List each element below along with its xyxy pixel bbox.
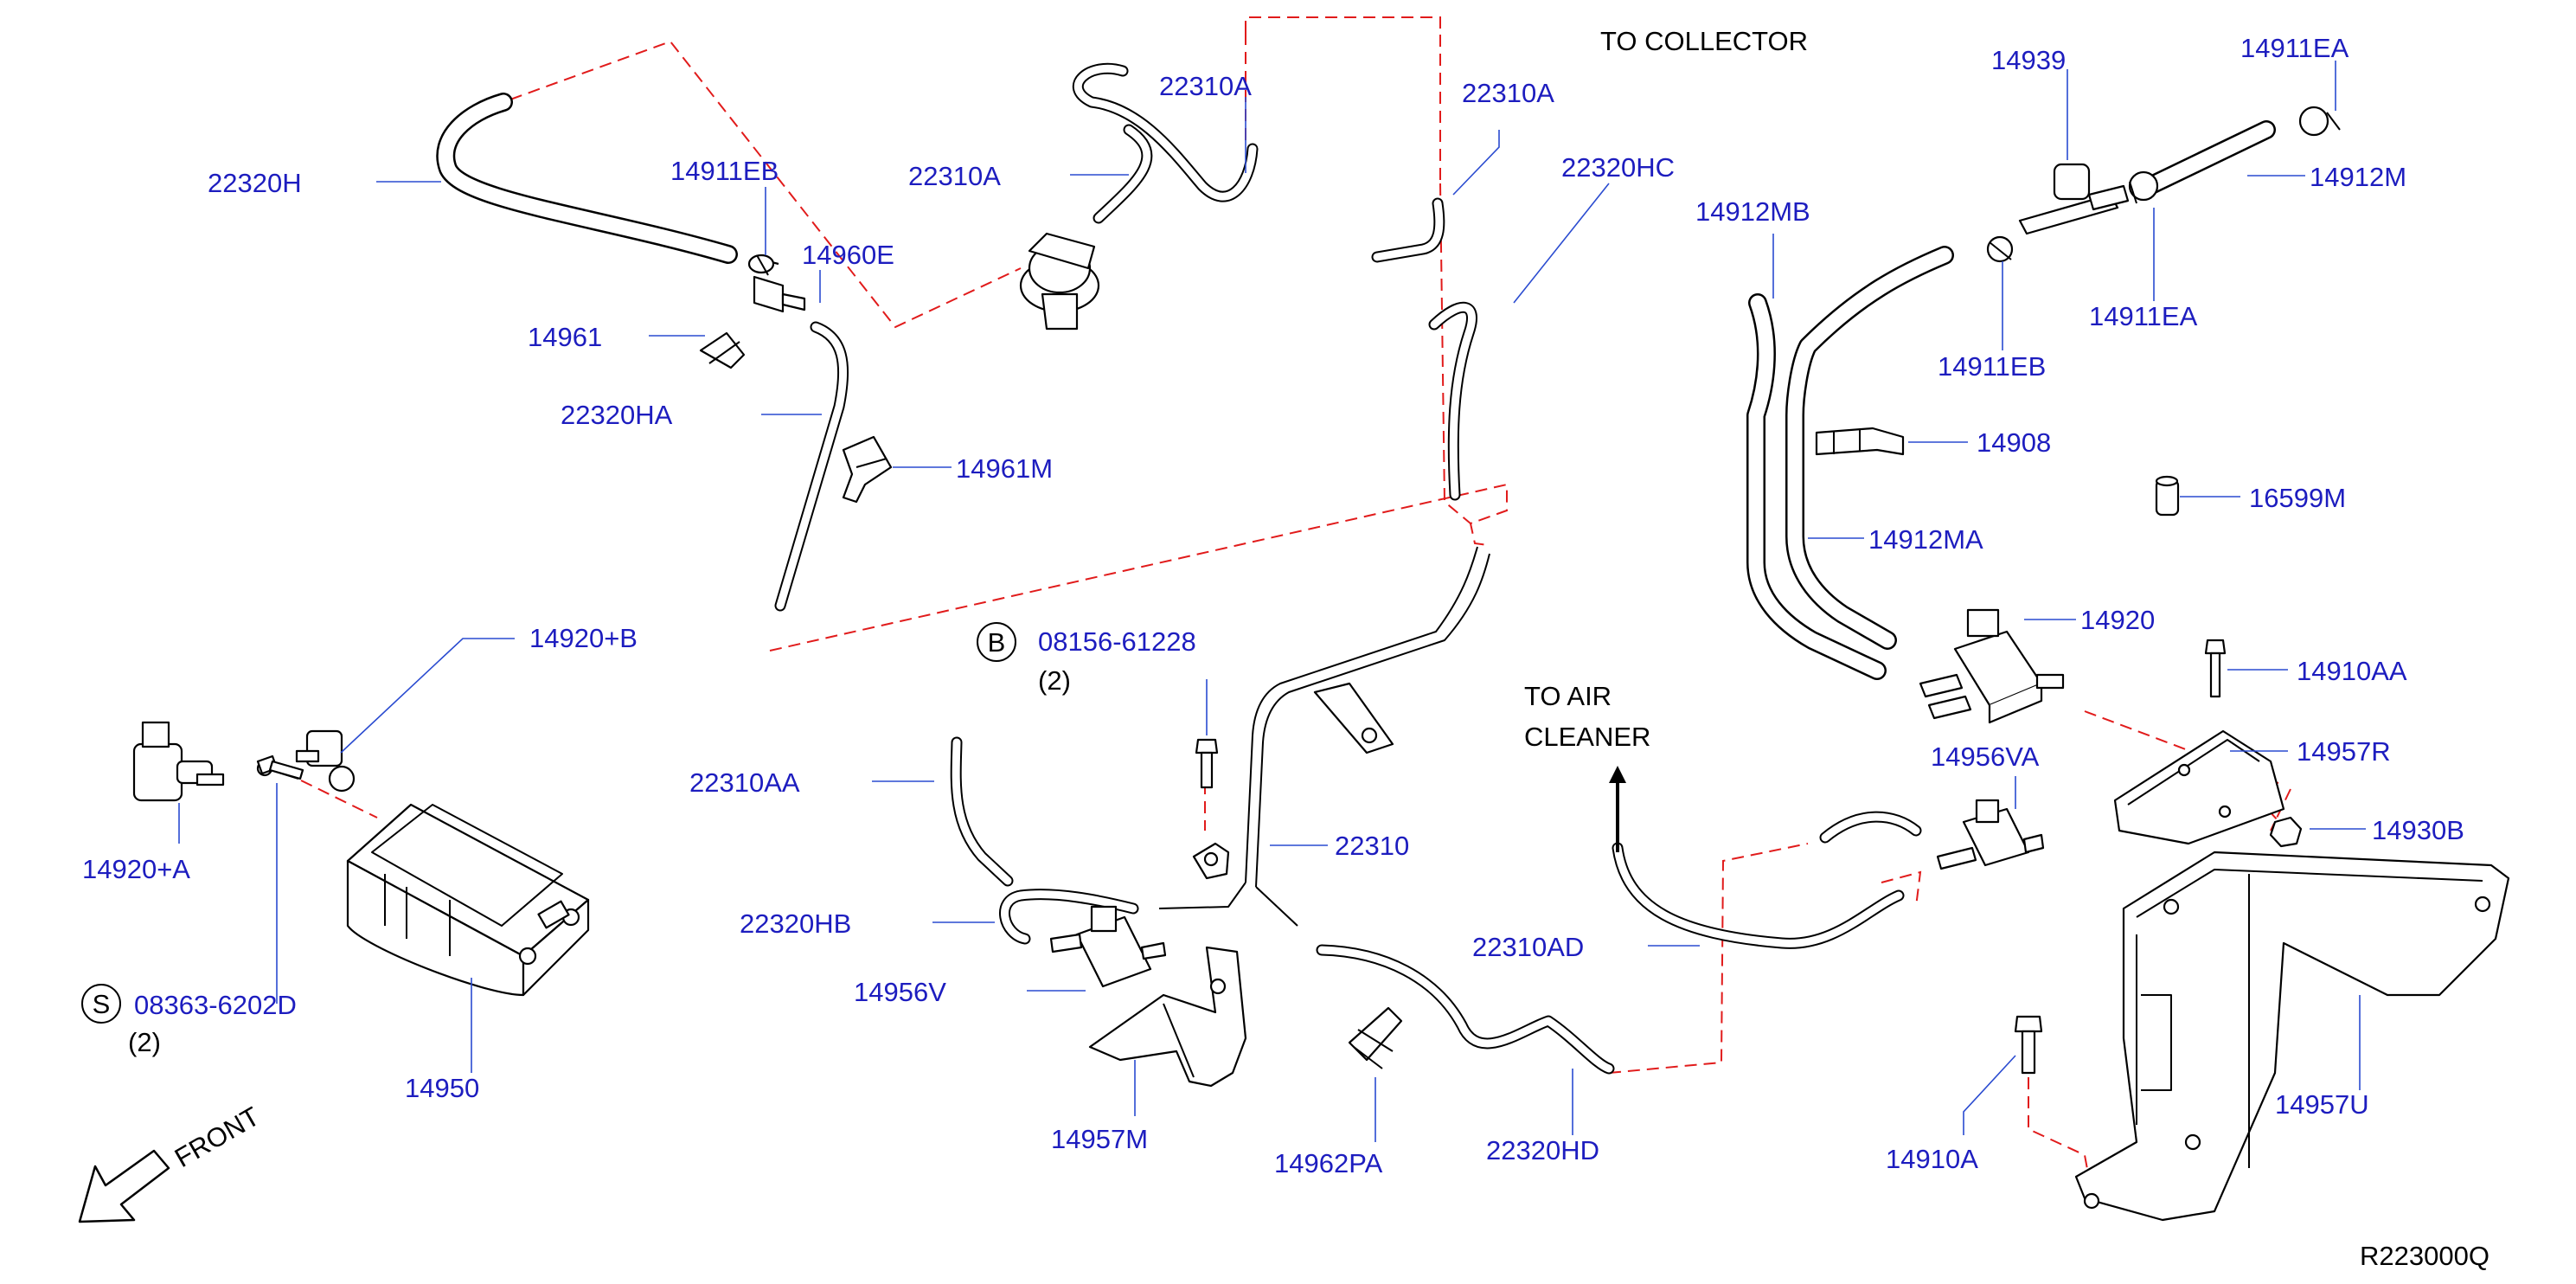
bolt-14910A [2014,1015,2043,1075]
part-label-14908: 14908 [1977,427,2051,458]
part-label-14962PA: 14962PA [1274,1148,1383,1178]
part-label-14910AA: 14910AA [2297,656,2407,686]
clip-14961M [842,435,893,504]
part-label-14961M: 14961M [956,453,1053,484]
part-label-14920A: 14920+A [82,854,190,884]
part-label-16599M: 16599M [2249,483,2346,513]
part-label-22320H: 22320H [208,168,302,198]
part-label-14950: 14950 [405,1073,479,1103]
part-label-22310AA: 22310AA [689,767,800,798]
part-label-14960E: 14960E [802,240,894,270]
front-label: FRONT [170,1101,265,1173]
clip-14908 [1815,427,1905,456]
part-label-14956V: 14956V [854,977,946,1007]
part-label-22310A-right: 22310A [1462,78,1554,108]
leader-lines [178,61,2366,1142]
part-label-08156: 08156-61228 [1038,626,1196,657]
bracket-14957M [1088,946,1247,1088]
phantom-lines [300,16,2291,1193]
bolt-08156 [1195,738,1219,789]
part-label-14957R: 14957R [2297,736,2391,767]
part-label-14956VA: 14956VA [1931,742,2040,772]
bracket-22310 [1192,682,1394,880]
nut-14930B [2269,816,2303,848]
clamp-14911EA-a [2298,106,2341,137]
part-label-22320HD: 22320HD [1486,1135,1599,1165]
callouts: B S [81,622,1016,1024]
part-label-22320HC: 22320HC [1561,152,1675,183]
qty-b: (2) [1038,665,1071,696]
part-label-14957M: 14957M [1051,1124,1148,1154]
part-label-22310A-top: 22310A [1159,71,1252,101]
note-to-collector: TO COLLECTOR [1600,26,1808,56]
clamp-14962PA [1348,1006,1403,1069]
part-label-14911EA-top: 14911EA [2240,33,2349,63]
canister-14950 [346,803,590,997]
part-label-14910A: 14910A [1886,1144,1978,1174]
valve-22310A [1019,232,1100,331]
note-to-air: TO AIR [1524,681,1612,711]
reference-code: R223000Q [2360,1241,2489,1271]
solenoid-14956V [1049,905,1167,988]
callout-s-circle [81,984,121,1024]
screw-08363 [256,754,304,780]
part-label-14920B: 14920+B [529,623,638,653]
part-label-14911EB-right: 14911EB [1938,351,2046,382]
part-label-14939: 14939 [1991,45,2066,75]
labels: TO COLLECTOR TO AIR CLEANER 22320H 14911… [82,26,2489,1271]
callout-b-letter: B [988,627,1006,658]
note-cleaner: CLEANER [1524,722,1650,752]
part-label-14911EB: 14911EB [670,156,779,186]
clamp-14911EA-b [2128,170,2159,204]
hoses [436,62,2276,1075]
tee-14939 [2018,163,2130,235]
part-label-14912M: 14912M [2310,162,2406,192]
solenoid-14920A [132,721,225,802]
part-label-14961: 14961 [528,322,602,352]
components [132,106,2510,1222]
callout-b-circle [977,622,1016,662]
bracket-14957U [2074,851,2510,1222]
part-label-14912MA: 14912MA [1868,524,1983,555]
part-label-22310AD: 22310AD [1472,932,1584,962]
to-air-cleaner-arrow-head [1609,766,1626,783]
clip-14961 [699,331,746,369]
solenoid-14920 [1919,608,2065,724]
callout-s-letter: S [93,989,111,1019]
part-label-14930B: 14930B [2372,815,2464,845]
cap-16599M [2155,475,2180,517]
front-arrow: FRONT [78,1101,265,1223]
part-label-14911EA-mid: 14911EA [2089,301,2198,331]
part-label-14912MB: 14912MB [1695,196,1810,227]
connector-14960E [753,258,806,313]
part-label-22310: 22310 [1335,831,1409,861]
part-label-08363: 08363-6202D [134,990,297,1020]
part-label-22320HA: 22320HA [561,400,673,430]
part-label-22310A-left: 22310A [908,161,1001,191]
bracket-14957R [2113,729,2285,845]
clamp-14911EB [747,254,775,276]
solenoid-14956VA [1936,799,2045,870]
clamp-14911EB-b [1986,235,2014,263]
part-label-14920: 14920 [2080,605,2155,635]
part-label-14957U: 14957U [2275,1089,2369,1120]
bolt-14910AA [2204,639,2227,698]
qty-s: (2) [128,1027,161,1057]
part-label-22320HB: 22320HB [740,908,851,939]
